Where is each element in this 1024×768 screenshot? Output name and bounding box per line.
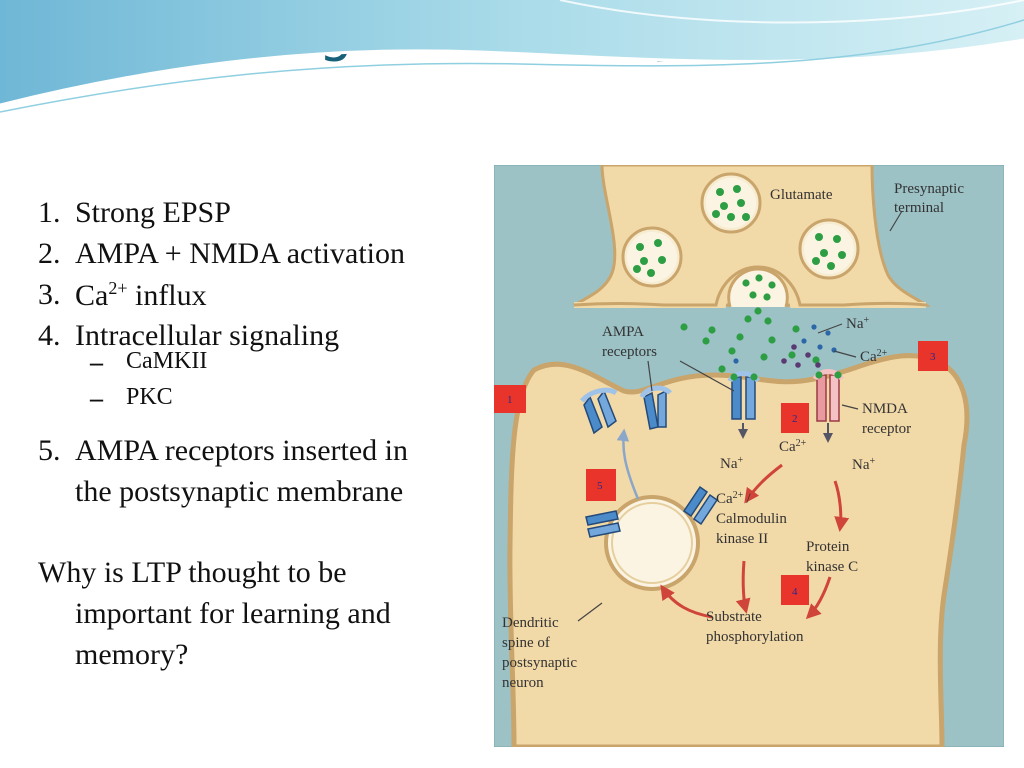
question-line: important for learning and (75, 597, 391, 630)
label-calmodulin: Calmodulin (716, 511, 787, 527)
question-line: memory? (75, 638, 189, 671)
list-text: AMPA + NMDA activation (75, 237, 405, 270)
list-item: 2. AMPA + NMDA activation (0, 237, 480, 273)
sublist-text: PKC (126, 384, 173, 410)
ampa-receptor-vesicular (585, 510, 621, 538)
step-badge-5: 5 (586, 469, 616, 501)
label-postsynaptic: postsynaptic (502, 655, 577, 671)
label-camk: Ca2+/ (716, 490, 751, 508)
svg-text:1: 1 (507, 394, 513, 406)
label-kinase-c: kinase C (806, 559, 858, 575)
synaptic-vesicle (798, 218, 860, 280)
label-kinase-ii: kinase II (716, 531, 768, 547)
question-line: Why is LTP thought to be (38, 556, 347, 589)
fusing-vesicle (727, 267, 789, 308)
list-number: 3. (38, 278, 61, 311)
label-na-left: Na+ (720, 455, 744, 473)
sublist-text: CaMKII (126, 348, 208, 374)
list-text: Strong EPSP (75, 196, 231, 229)
label-presynaptic: Presynaptic (894, 181, 964, 197)
list-number: 1. (38, 196, 61, 229)
header-wave-decoration (0, 0, 1024, 113)
label-ca-mid: Ca2+ (779, 438, 807, 456)
list-item: 5. AMPA receptors inserted in the postsy… (0, 434, 490, 514)
nmda-receptor (812, 369, 845, 422)
step-badge-4: 4 (781, 575, 809, 605)
label-phosphorylation: phosphorylation (706, 629, 804, 645)
synaptic-vesicle (700, 172, 762, 234)
svg-text:5: 5 (597, 480, 603, 492)
svg-text:4: 4 (792, 586, 798, 598)
list-item: 4. Intracellular signaling (0, 319, 480, 355)
ampa-receptor (580, 387, 618, 435)
step-badge-2: 2 (781, 403, 809, 433)
question-text: Why is LTP thought to be important for l… (0, 556, 490, 686)
step-badge-1: 1 (494, 385, 526, 413)
label-glutamate: Glutamate (770, 187, 833, 203)
label-na-top: Na+ (846, 315, 870, 333)
svg-text:3: 3 (930, 351, 936, 363)
label-dendritic: Dendritic (502, 615, 559, 631)
label-na-right: Na+ (852, 456, 876, 474)
sublist-dash: – (90, 348, 103, 377)
list-text: Ca2+ influx (75, 278, 207, 312)
list-text: the postsynaptic membrane (75, 475, 404, 508)
synaptic-vesicle (621, 226, 683, 288)
label-receptor: receptor (862, 421, 911, 437)
label-receptors: receptors (602, 344, 657, 360)
label-neuron: neuron (502, 675, 544, 691)
label-terminal: terminal (894, 200, 944, 216)
list-number: 4. (38, 319, 61, 352)
sublist-item: – CaMKII (0, 348, 300, 378)
list-text: AMPA receptors inserted in (75, 434, 409, 467)
label-ca-top: Ca2+ (860, 348, 888, 366)
sublist-item: – PKC (0, 384, 300, 414)
ampa-receptor-vesicular (682, 485, 719, 526)
list-number: 2. (38, 237, 61, 270)
label-protein: Protein (806, 539, 850, 555)
receptor-vesicle (604, 495, 700, 591)
list-text: Intracellular signaling (75, 319, 340, 352)
list-number: 5. (38, 434, 61, 467)
label-nmda: NMDA (862, 401, 908, 417)
label-ampa: AMPA (602, 324, 644, 340)
label-spine-of: spine of (502, 635, 550, 651)
list-item: 3. Ca2+ influx (0, 278, 480, 314)
synapse-diagram: Glutamate Presynaptic terminal AMPA rece… (494, 165, 1004, 747)
svg-text:2: 2 (792, 413, 798, 425)
step-badge-3: 3 (918, 341, 948, 371)
sublist-dash: – (90, 384, 103, 413)
ampa-receptor (639, 385, 672, 430)
list-item: 1. Strong EPSP (0, 196, 480, 232)
label-substrate: Substrate (706, 609, 762, 625)
ampa-receptor-active (727, 371, 761, 420)
